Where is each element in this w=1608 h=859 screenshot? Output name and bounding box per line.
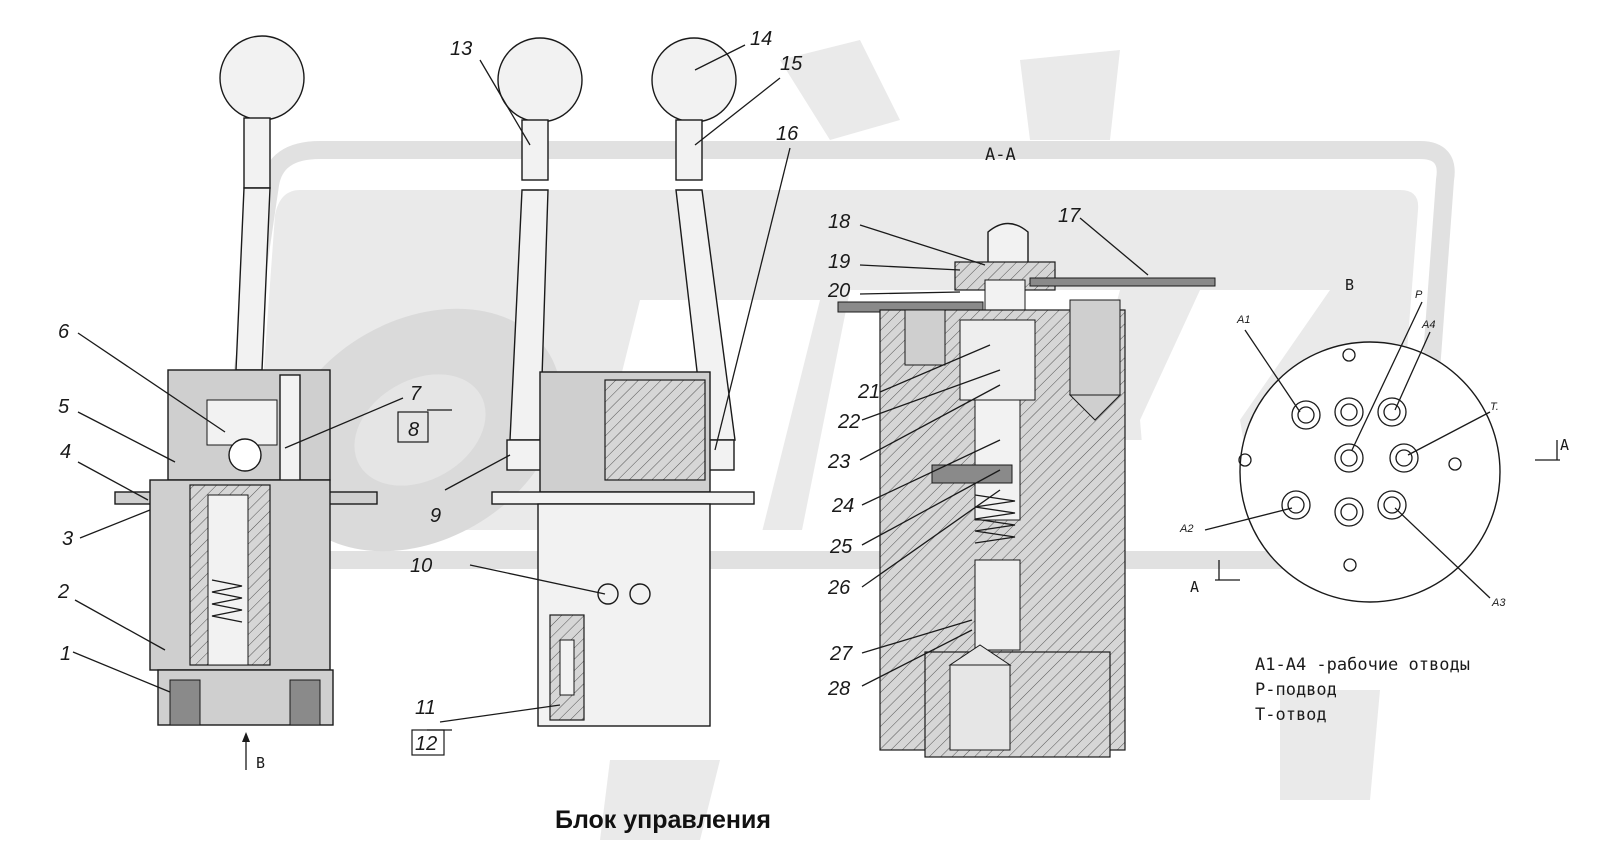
- callout-25: 25: [829, 536, 853, 558]
- callout-10: 10: [410, 555, 432, 577]
- view-section-a-a: [837, 222, 1216, 758]
- callout-28: 28: [827, 678, 850, 700]
- callout-24: 24: [831, 495, 854, 517]
- callout-21: 21: [857, 381, 880, 403]
- legend: А1-А4 -рабочие отводы Р-подвод Т-отвод: [1255, 655, 1470, 725]
- cut-label-bottom: А: [1190, 578, 1199, 596]
- port-a1: А1: [1236, 314, 1250, 326]
- legend-line-3: Т-отвод: [1255, 705, 1327, 725]
- port-a2: А2: [1179, 523, 1193, 535]
- callout-14: 14: [750, 28, 772, 50]
- cut-label-right: А: [1560, 436, 1569, 454]
- callout-20: 20: [827, 280, 850, 302]
- callout-5: 5: [58, 396, 70, 418]
- port-a3: А3: [1491, 597, 1506, 609]
- callout-6: 6: [58, 321, 70, 343]
- callout-7: 7: [410, 383, 422, 405]
- callout-9: 9: [430, 505, 441, 527]
- callout-23: 23: [827, 451, 850, 473]
- port-t: Т.: [1490, 401, 1499, 413]
- callout-11: 11: [415, 697, 436, 719]
- leader-lines: [72, 44, 1560, 770]
- callout-22: 22: [837, 411, 860, 433]
- arrow-b-label: В: [256, 754, 265, 772]
- section-label: А-А: [985, 145, 1016, 165]
- callout-3: 3: [62, 528, 73, 550]
- callout-labels: 1 2 3 4 5 6 7 8 9 10 11 12 13 14 15 16 1…: [57, 28, 1081, 755]
- callout-26: 26: [827, 577, 851, 599]
- view-b-flange: [1238, 341, 1501, 603]
- callout-18: 18: [828, 211, 850, 233]
- callout-2: 2: [57, 581, 69, 603]
- callout-12: 12: [415, 733, 437, 755]
- port-labels: А1 Р А4 Т. А2 А3: [1179, 289, 1506, 609]
- view-front-left: [114, 35, 378, 726]
- callout-17: 17: [1058, 205, 1081, 227]
- diagram-title: Блок управления: [555, 806, 771, 834]
- port-a4: А4: [1421, 319, 1435, 331]
- callout-8: 8: [408, 419, 419, 441]
- callout-27: 27: [829, 643, 853, 665]
- callout-4: 4: [60, 441, 71, 463]
- legend-line-2: Р-подвод: [1255, 680, 1337, 700]
- callout-1: 1: [60, 643, 71, 665]
- view-b-label: В: [1345, 276, 1354, 294]
- legend-line-1: А1-А4 -рабочие отводы: [1255, 655, 1470, 675]
- callout-19: 19: [828, 251, 850, 273]
- callout-13: 13: [450, 38, 472, 60]
- view-front-middle: [491, 37, 755, 727]
- port-p: Р: [1415, 289, 1423, 301]
- callout-15: 15: [780, 53, 803, 75]
- callout-16: 16: [776, 123, 799, 145]
